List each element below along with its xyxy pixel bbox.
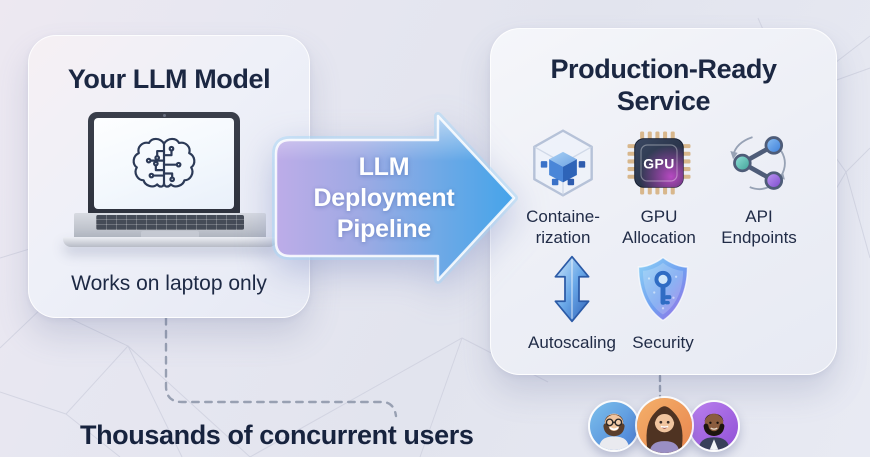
pipeline-arrow-label: LLM Deployment Pipeline xyxy=(313,153,455,243)
feature-label: Security xyxy=(632,333,694,352)
pipeline-arrow: LLM Deployment Pipeline xyxy=(262,106,522,294)
right-card-title: Production-Ready Service xyxy=(550,54,777,116)
feature-containerization: Containe- rization xyxy=(509,125,617,248)
laptop-base xyxy=(63,237,277,247)
api-endpoints-icon xyxy=(730,136,786,191)
concurrent-users-avatars xyxy=(588,396,748,457)
brain-circuit-icon xyxy=(132,137,196,188)
security-shield-icon xyxy=(637,256,689,322)
feature-label: Autoscaling xyxy=(528,333,616,352)
feature-gpu-allocation: GPU GPU Allocation xyxy=(607,125,711,248)
left-card-caption: Works on laptop only xyxy=(71,272,267,295)
laptop-camera-dot xyxy=(163,114,166,117)
feature-label: Containe- rization xyxy=(526,207,600,247)
feature-label: API Endpoints xyxy=(721,207,797,247)
autoscaling-icon xyxy=(554,255,590,323)
feature-api-endpoints: API Endpoints xyxy=(707,125,811,248)
feature-autoscaling: Autoscaling xyxy=(517,251,627,353)
footer-caption: Thousands of concurrent users xyxy=(80,420,474,450)
avatar-user-3 xyxy=(688,400,740,452)
avatar-user-1 xyxy=(588,400,640,452)
gpu-chip-icon: GPU xyxy=(627,131,691,195)
arrow-highlight xyxy=(276,116,514,198)
left-card-title: Your LLM Model xyxy=(67,64,271,94)
laptop-keys xyxy=(96,215,244,230)
feature-label: GPU Allocation xyxy=(622,207,696,247)
production-ready-card: Production-Ready Service xyxy=(490,28,837,375)
container-icon xyxy=(533,129,593,197)
llm-model-card: Your LLM Model xyxy=(28,35,310,318)
laptop-keyboard-deck xyxy=(74,213,266,239)
laptop-trackpad xyxy=(141,231,199,238)
laptop-screen xyxy=(88,112,240,214)
avatar-user-2 xyxy=(635,396,694,455)
gpu-chip-text: GPU xyxy=(643,155,675,171)
laptop-icon xyxy=(29,36,311,266)
feature-security: Security xyxy=(615,251,711,353)
